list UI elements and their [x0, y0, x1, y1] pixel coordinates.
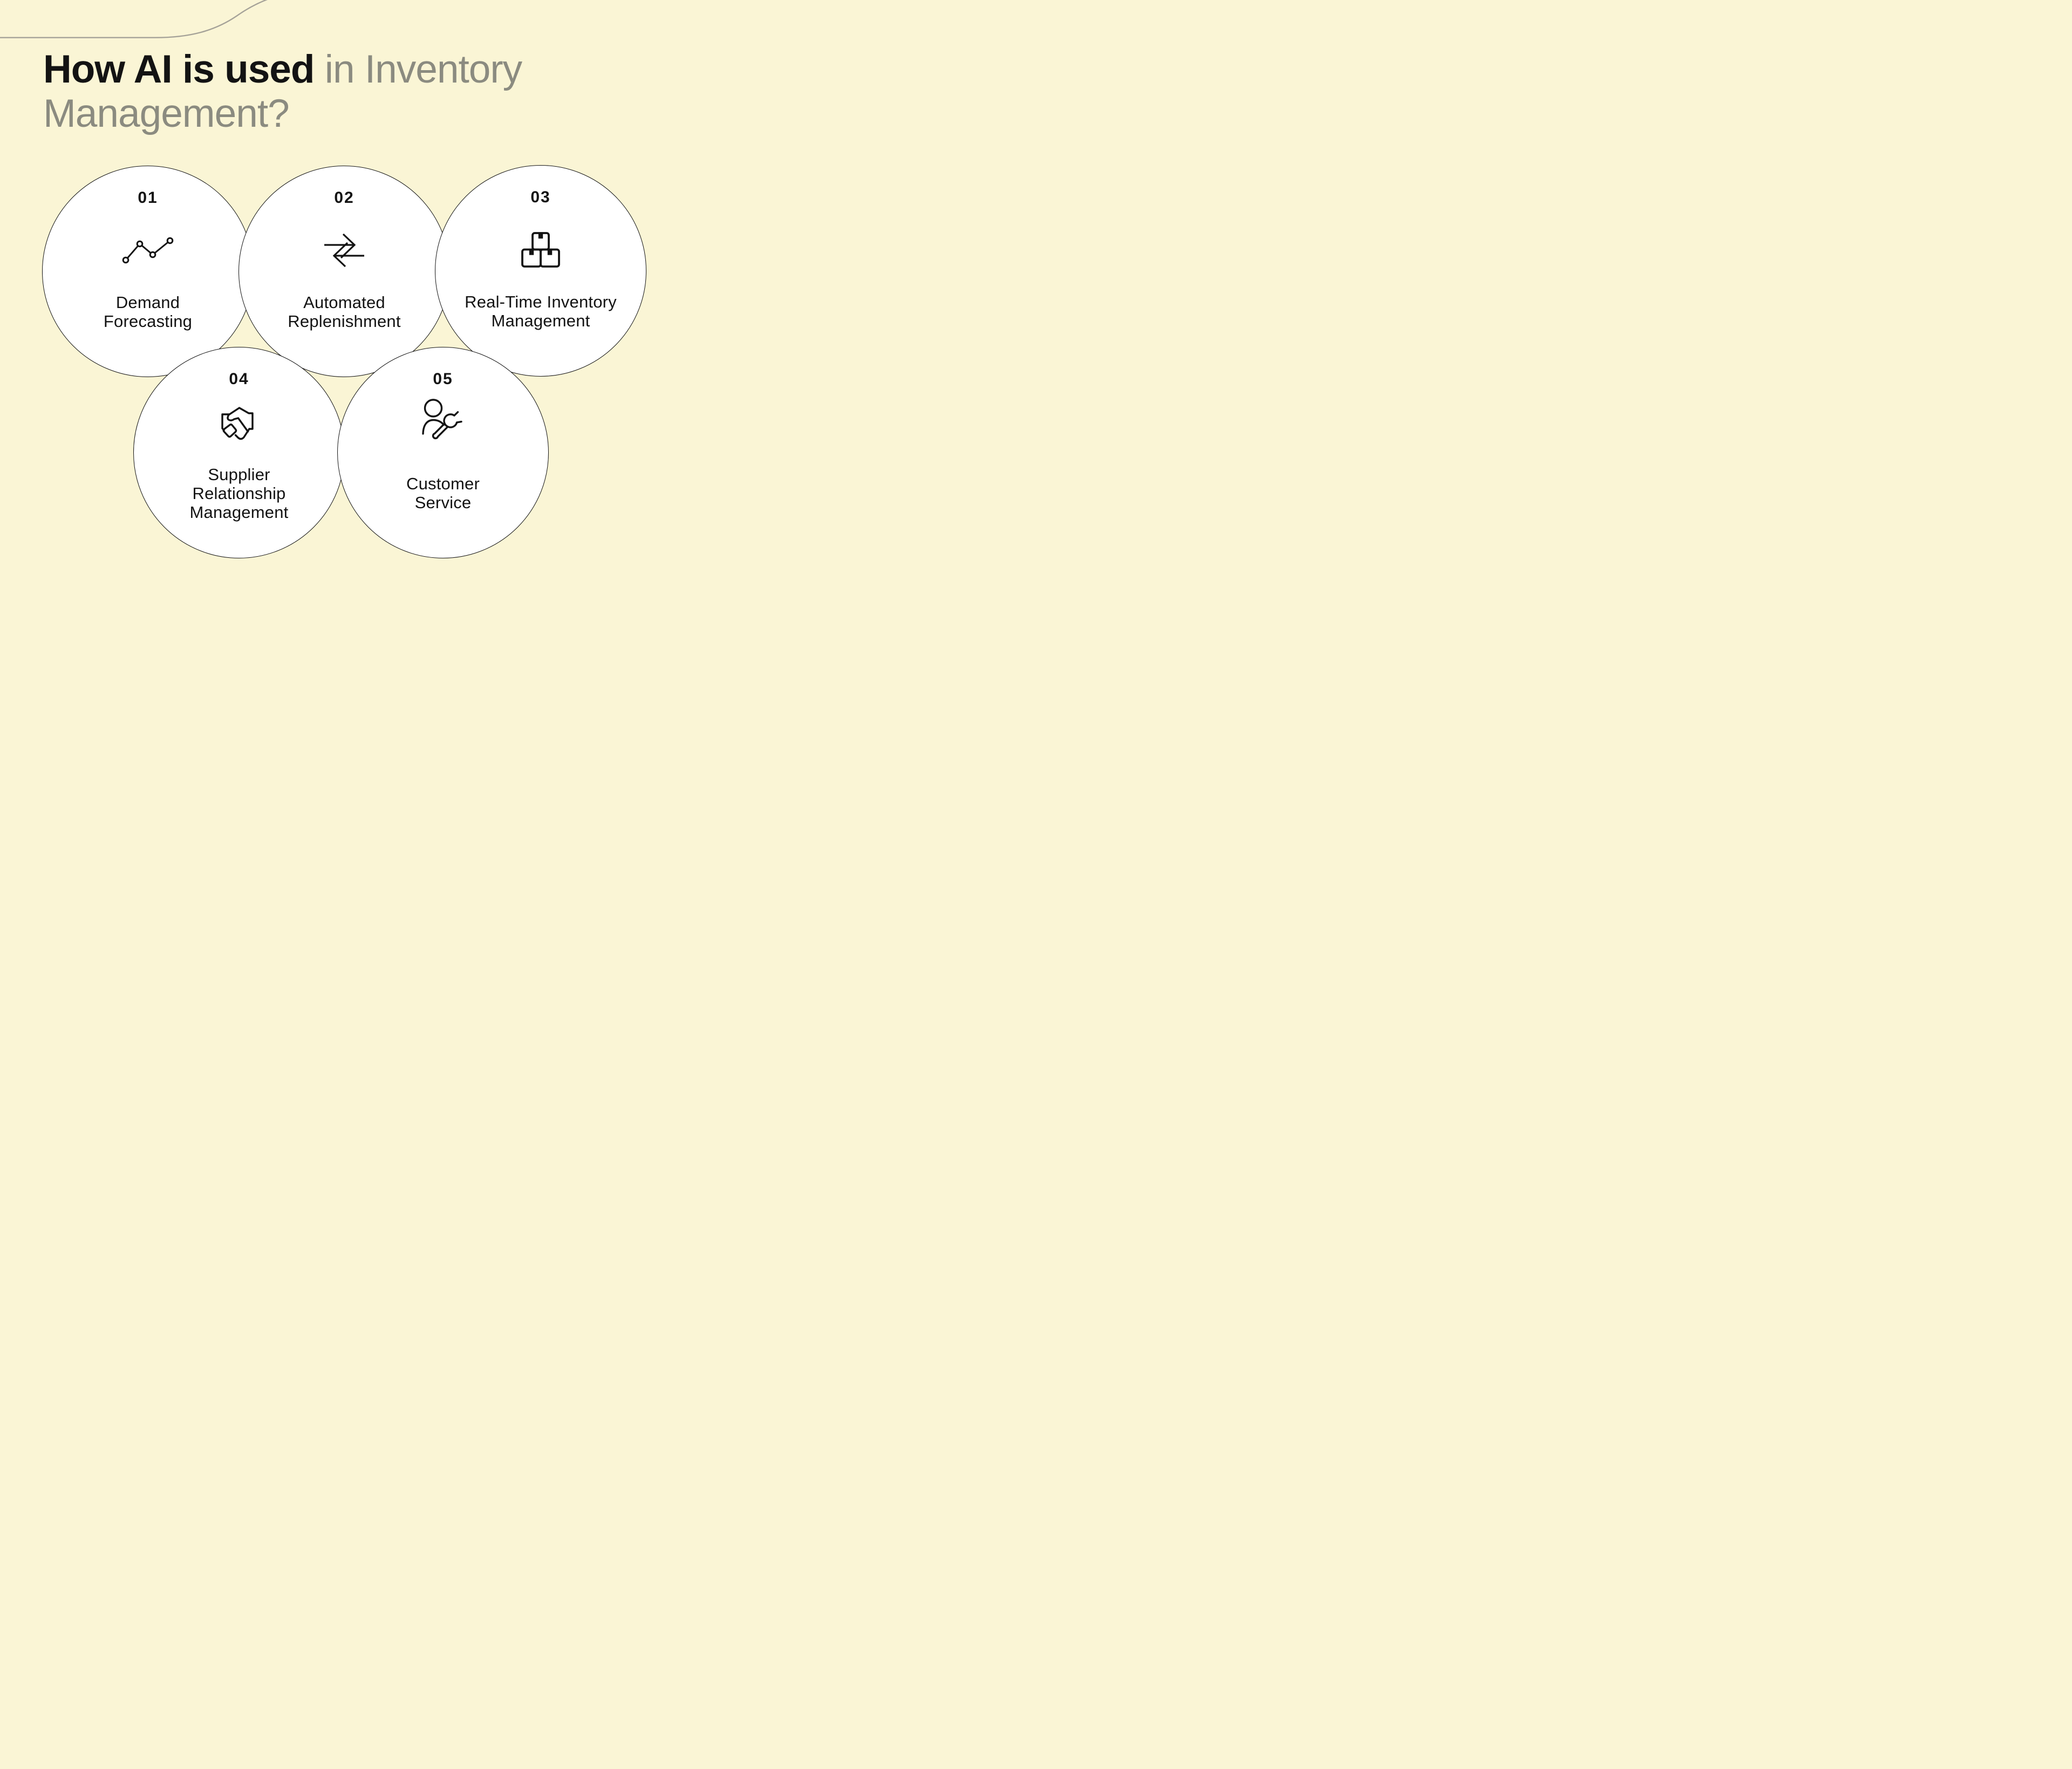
swap-arrows-icon — [323, 233, 365, 268]
step-circle-customer-service: 05 Customer Service — [337, 347, 549, 558]
step-number: 03 — [530, 188, 551, 206]
step-label-line: Real-Time Inventory — [465, 292, 617, 311]
person-wrench-icon — [422, 399, 464, 443]
step-label-line: Management — [189, 503, 289, 522]
step-label: Automated Replenishment — [239, 293, 449, 331]
step-label: Supplier Relationship Management — [134, 465, 344, 522]
step-number: 05 — [433, 370, 453, 388]
step-number: 02 — [334, 189, 355, 207]
step-number: 01 — [138, 189, 158, 207]
stacked-boxes-icon — [521, 232, 561, 268]
step-label-line: Forecasting — [103, 312, 193, 331]
step-circle-supplier-relationship: 04 Supplier Relationship Management — [133, 347, 345, 558]
step-label-line: Automated — [303, 293, 385, 312]
step-number: 04 — [229, 370, 249, 388]
step-label-line: Replenishment — [288, 312, 401, 331]
step-label: Customer Service — [338, 474, 548, 512]
title-highlight: How AI is used — [43, 47, 315, 91]
step-circle-demand-forecasting: 01 Demand Forecasting — [42, 166, 254, 377]
step-circle-automated-replenishment: 02 Automated Replenishment — [238, 166, 450, 377]
handshake-icon — [217, 400, 261, 442]
trend-line-chart-icon — [122, 237, 174, 264]
title-gray-part: in Inventory — [314, 47, 522, 91]
step-label-line: Demand — [115, 293, 180, 312]
step-label-line: Relationship — [192, 484, 286, 503]
title-line-1: How AI is used in Inventory — [43, 47, 522, 92]
page-title: How AI is used in Inventory Management? — [43, 47, 522, 136]
step-label: Demand Forecasting — [43, 293, 253, 331]
step-label: Real-Time Inventory Management — [435, 292, 646, 330]
step-label-line: Service — [414, 493, 472, 512]
step-circle-realtime-inventory: 03 Real-Time Inventory Management — [435, 165, 646, 377]
step-label-line: Customer — [406, 474, 480, 493]
step-label-line: Supplier — [208, 465, 270, 484]
step-label-line: Management — [491, 311, 590, 330]
title-line-2: Management? — [43, 92, 290, 135]
